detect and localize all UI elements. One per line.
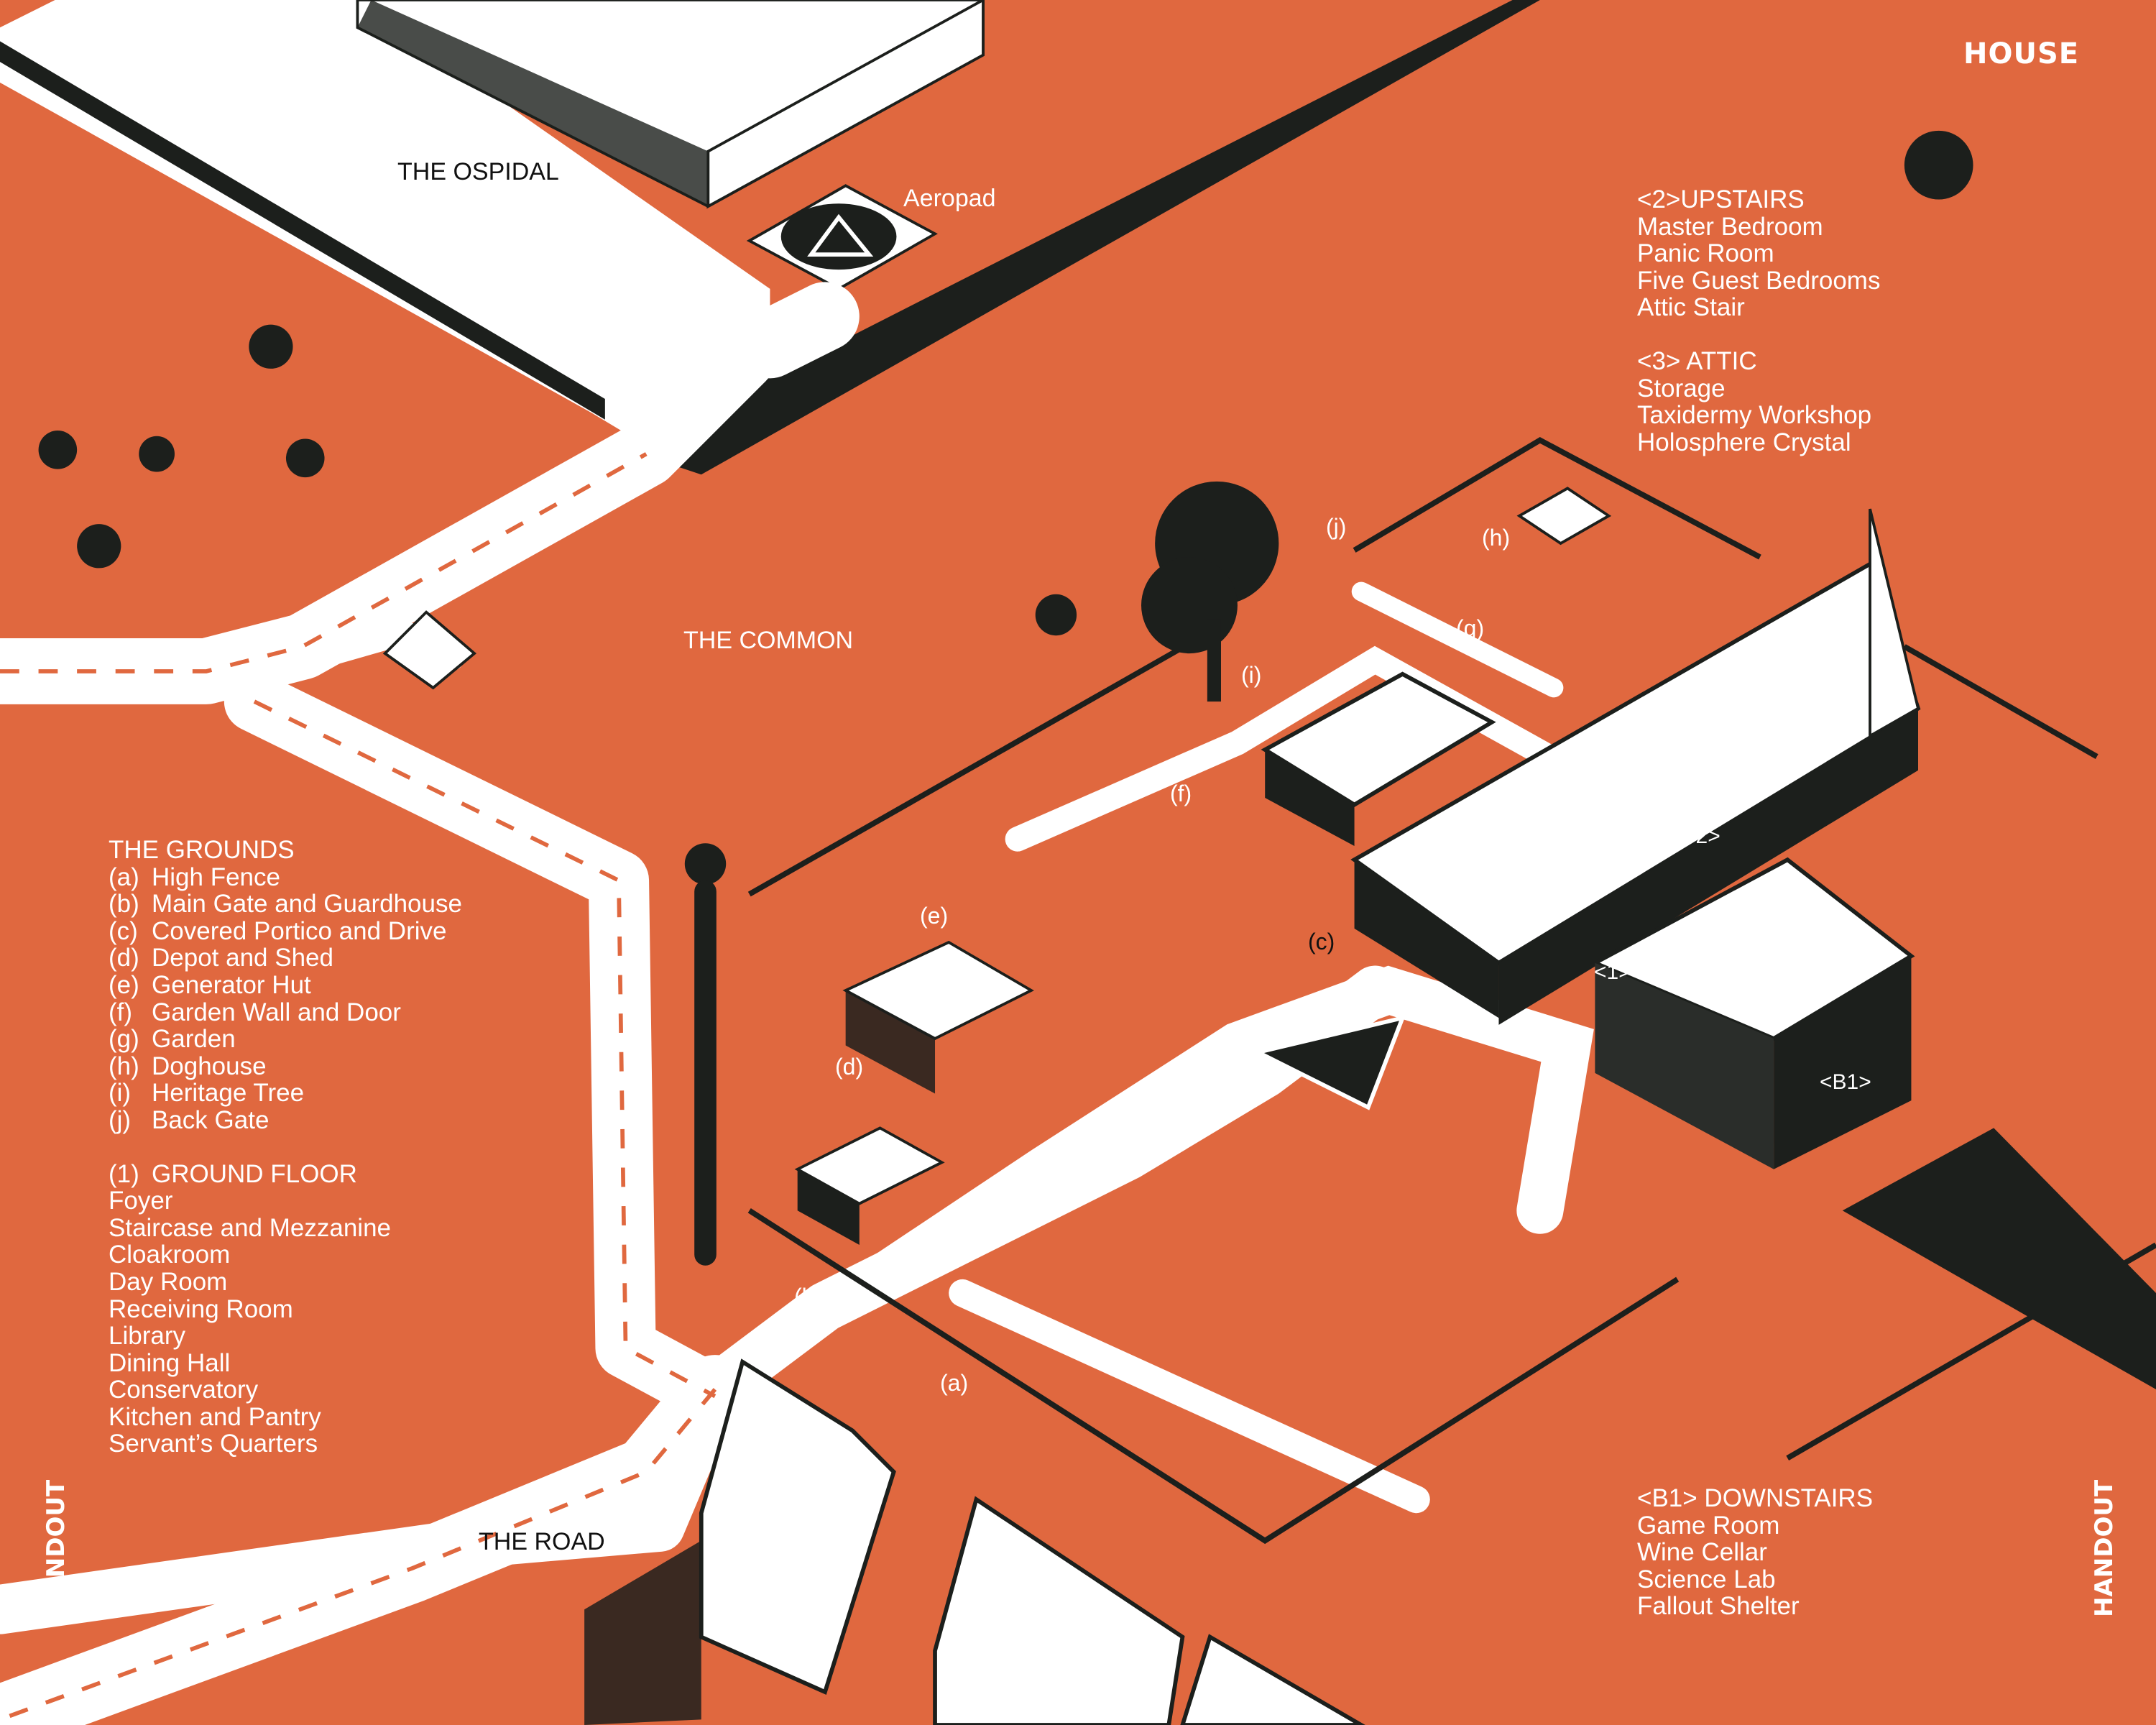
legend-label: Garden Wall and Door: [152, 998, 401, 1026]
aeropad-pad: [746, 184, 938, 291]
portico-triangle: [1252, 1015, 1406, 1110]
legend-key: (a): [109, 862, 139, 891]
handout-label-right: HANDOUT: [2090, 1479, 2119, 1617]
legend-item: (j) Back Gate: [109, 1107, 462, 1134]
marker-c: (c): [1308, 929, 1335, 954]
legend-key: (d): [109, 944, 139, 972]
room-item: Science Lab: [1637, 1565, 1776, 1593]
legend-item: (e) Generator Hut: [109, 972, 462, 999]
room-item: Conservatory: [109, 1376, 259, 1404]
legend-key: (g): [109, 1025, 139, 1054]
room-item: Staircase and Mezzanine: [109, 1213, 391, 1242]
creek: [1842, 1128, 2156, 1390]
downstairs-legend: <B1> DOWNSTAIRS Game Room Wine Cellar Sc…: [1637, 1485, 1873, 1620]
house-building: [1261, 508, 1921, 1169]
legend-key: (f): [109, 998, 133, 1026]
ospidal-label: THE OSPIDAL: [397, 158, 559, 185]
room-item: Taxidermy Workshop: [1637, 401, 1872, 430]
legend-label: Heritage Tree: [152, 1079, 305, 1108]
legend-label: GROUND FLOOR: [152, 1159, 357, 1188]
estate-drive: [856, 581, 1635, 1514]
legend-key: (1): [109, 1159, 139, 1188]
road-cottages: [584, 1358, 1365, 1725]
ground-floor-title: (1) GROUND FLOOR: [109, 1159, 462, 1188]
common-label: THE COMMON: [683, 627, 854, 654]
surroundings-heading: SURROUNDINGS: [109, 37, 381, 70]
marker-h: (h): [1482, 525, 1511, 551]
legend-label: Main Gate and Guardhouse: [152, 890, 462, 919]
legend-label: Depot and Shed: [152, 944, 333, 972]
house-heading: HOUSE: [1963, 37, 2080, 70]
room-item: Panic Room: [1637, 239, 1774, 268]
room-item: Day Room: [109, 1267, 228, 1296]
upper-floors-legend: <2>UPSTAIRS Master Bedroom Panic Room Fi…: [1637, 186, 1880, 456]
upstairs-title: <2>UPSTAIRS: [1637, 185, 1805, 213]
legend-item: (b) Main Gate and Guardhouse: [109, 891, 462, 918]
legend-key: (e): [109, 970, 139, 999]
marker-j: (j): [1326, 514, 1347, 540]
marker-e: (e): [920, 903, 949, 929]
marker-i: (i): [1241, 662, 1262, 688]
legend-item: (i) Heritage Tree: [109, 1080, 462, 1107]
boundary-wall: [660, 0, 1540, 475]
legend-item: (d) Depot and Shed: [109, 944, 462, 972]
marker-f: (f): [1170, 781, 1192, 806]
room-item: Holosphere Crystal: [1637, 428, 1851, 456]
legend-item: (f) Garden Wall and Door: [109, 998, 462, 1026]
downstairs-title: <B1> DOWNSTAIRS: [1637, 1484, 1874, 1512]
road-markings: [0, 452, 717, 1722]
marker-b: (b): [794, 1284, 823, 1310]
room-item: Cloakroom: [109, 1241, 231, 1269]
legend-key: (h): [109, 1052, 139, 1080]
marker-floor2: <2>: [1683, 824, 1720, 848]
aeropad-label: Aeropad: [903, 185, 996, 212]
trees: [38, 130, 1973, 1266]
common-cottage: [382, 610, 477, 690]
legend-key: (c): [109, 916, 138, 945]
room-item: Servant’s Quarters: [109, 1430, 318, 1458]
marker-g: (g): [1456, 615, 1485, 641]
room-item: Dining Hall: [109, 1348, 231, 1377]
high-fence: [747, 437, 2156, 1545]
legend-item: (g) Garden: [109, 1026, 462, 1053]
room-item: Attic Stair: [1637, 293, 1745, 322]
legend-item: (h) Doghouse: [109, 1052, 462, 1080]
legend-label: Garden: [152, 1025, 236, 1054]
room-item: Storage: [1637, 374, 1726, 402]
room-item: Game Room: [1637, 1511, 1780, 1540]
marker-d: (d): [835, 1054, 864, 1080]
grounds-legend: THE GROUNDS (a) High Fence (b) Main Gate a…: [109, 837, 462, 1458]
marker-floor1: <1>: [1594, 960, 1631, 984]
handout-label-left: HANDOUT: [42, 1479, 70, 1617]
ospidal-parking: [0, 0, 770, 454]
doghouse: [1516, 487, 1612, 546]
marker-floorB1: <B1>: [1820, 1070, 1871, 1094]
room-item: Five Guest Bedrooms: [1637, 266, 1881, 295]
legend-key: (j): [109, 1105, 132, 1134]
room-item: Fallout Shelter: [1637, 1592, 1800, 1621]
road-label: THE ROAD: [479, 1528, 605, 1555]
room-item: Master Bedroom: [1637, 212, 1823, 241]
legend-label: Generator Hut: [152, 970, 311, 999]
room-item: Foyer: [109, 1187, 173, 1215]
attic-title: <3> ATTIC: [1637, 346, 1757, 375]
legend-key: (i): [109, 1079, 132, 1108]
legend-label: High Fence: [152, 862, 280, 891]
ospidal-building: [356, 0, 985, 209]
marker-a: (a): [940, 1370, 969, 1396]
legend-label: Back Gate: [152, 1105, 270, 1134]
room-item: Receiving Room: [109, 1294, 293, 1323]
depot-shed: [794, 940, 1034, 1246]
room-item: Kitchen and Pantry: [109, 1402, 321, 1431]
marker-floor3: <3>: [1398, 847, 1435, 870]
legend-key: (b): [109, 890, 139, 919]
grounds-title: THE GROUNDS: [109, 836, 295, 864]
room-item: Wine Cellar: [1637, 1538, 1767, 1567]
legend-item: (c) Covered Portico and Drive: [109, 916, 462, 945]
ospidal-wall: [0, 41, 605, 420]
room-item: Library: [109, 1322, 185, 1351]
legend-label: Covered Portico and Drive: [152, 916, 447, 945]
legend-item: (a) High Fence: [109, 862, 462, 891]
legend-label: Doghouse: [152, 1052, 267, 1080]
